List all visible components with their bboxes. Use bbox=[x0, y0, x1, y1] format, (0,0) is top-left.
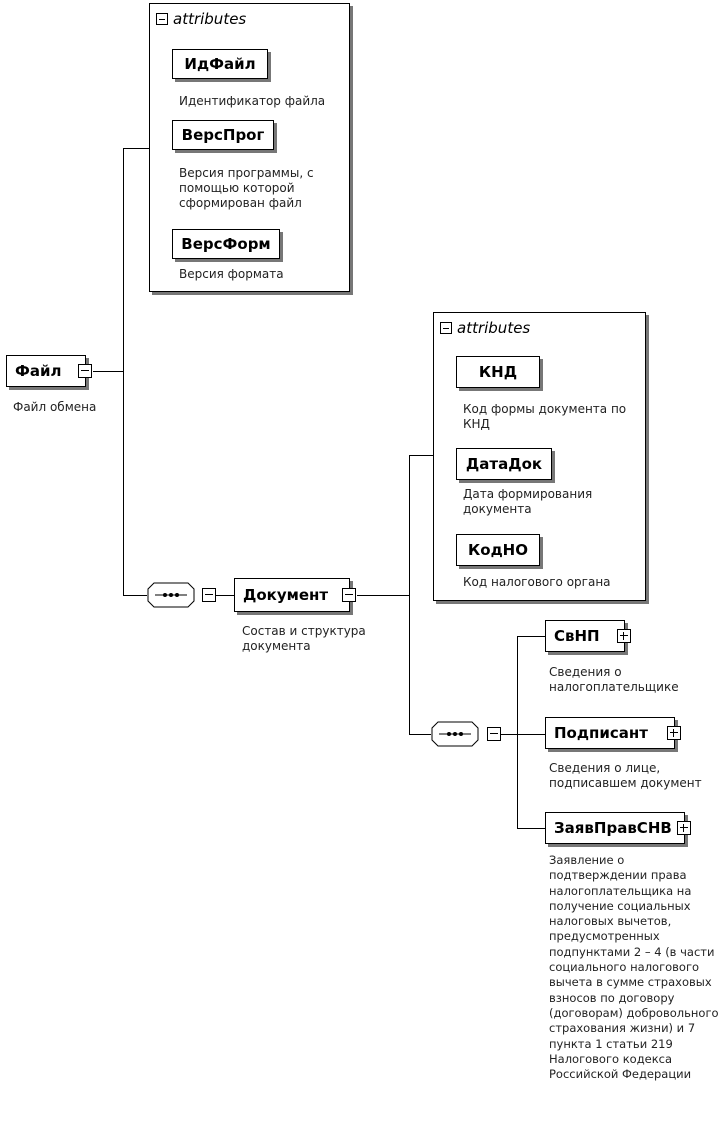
connector bbox=[409, 455, 433, 456]
collapse-icon[interactable] bbox=[342, 588, 356, 602]
element-svnp[interactable]: СвНП bbox=[545, 620, 631, 652]
collapse-icon[interactable] bbox=[487, 727, 501, 741]
connector bbox=[517, 636, 545, 637]
collapse-icon[interactable] bbox=[440, 322, 452, 334]
element-root-file[interactable]: Файл bbox=[6, 355, 92, 387]
document-attributes-group: attributes КНД Код формы документа по КН… bbox=[433, 312, 646, 601]
attribute-description: Дата формирования документа bbox=[463, 487, 593, 516]
element-label: Подписант bbox=[554, 724, 648, 742]
sequence-icon bbox=[147, 582, 195, 608]
element-label: ЗаявПравСНВ bbox=[554, 819, 672, 837]
attribute-idfile[interactable]: ИдФайл bbox=[172, 49, 268, 79]
element-document[interactable]: Документ bbox=[234, 578, 356, 612]
element-description: Заявление о подтверждении права налогопл… bbox=[549, 853, 719, 1082]
connector bbox=[123, 148, 124, 596]
element-description: Файл обмена bbox=[13, 400, 97, 414]
connector bbox=[517, 828, 545, 829]
expand-icon[interactable] bbox=[617, 629, 631, 643]
attribute-versform[interactable]: ВерсФорм bbox=[172, 229, 280, 259]
attribute-datadok[interactable]: ДатаДок bbox=[456, 448, 552, 480]
element-description: Сведения о налогоплательщике bbox=[549, 665, 679, 694]
attributes-label: attributes bbox=[173, 10, 247, 28]
document-attributes-header[interactable]: attributes bbox=[440, 319, 530, 337]
connector bbox=[501, 734, 517, 735]
attribute-description: Версия программы, с помощью которой сфор… bbox=[179, 166, 314, 210]
root-attributes-header[interactable]: attributes bbox=[156, 10, 246, 28]
attribute-description: Код формы документа по КНД bbox=[463, 402, 627, 431]
attribute-description: Идентификатор файла bbox=[179, 94, 326, 108]
attribute-knd[interactable]: КНД bbox=[456, 356, 540, 388]
element-description: Сведения о лице, подписавшем документ bbox=[549, 761, 702, 790]
element-label: Файл bbox=[15, 362, 62, 380]
connector bbox=[93, 371, 123, 372]
connector bbox=[517, 636, 518, 829]
attribute-description: Код налогового органа bbox=[463, 575, 611, 589]
element-podpisant[interactable]: Подписант bbox=[545, 717, 681, 749]
connector bbox=[123, 595, 147, 596]
collapse-icon[interactable] bbox=[202, 588, 216, 602]
element-label: СвНП bbox=[554, 627, 600, 645]
connector bbox=[409, 734, 431, 735]
attribute-description: Версия формата bbox=[179, 267, 284, 281]
element-zayavpravsnv[interactable]: ЗаявПравСНВ bbox=[545, 812, 691, 844]
collapse-icon[interactable] bbox=[78, 364, 92, 378]
attribute-versprog[interactable]: ВерсПрог bbox=[172, 120, 274, 150]
attribute-kodno[interactable]: КодНО bbox=[456, 534, 540, 566]
attributes-label: attributes bbox=[457, 319, 531, 337]
root-attributes-group: attributes ИдФайл Идентификатор файла Ве… bbox=[149, 3, 350, 292]
connector bbox=[357, 595, 409, 596]
sequence-icon bbox=[431, 721, 479, 747]
element-label: Документ bbox=[243, 586, 329, 604]
connector bbox=[517, 734, 545, 735]
connector bbox=[216, 595, 234, 596]
expand-icon[interactable] bbox=[667, 726, 681, 740]
element-description: Состав и структура документа bbox=[242, 624, 366, 653]
connector bbox=[123, 148, 149, 149]
connector bbox=[409, 455, 410, 735]
expand-icon[interactable] bbox=[677, 821, 691, 835]
collapse-icon[interactable] bbox=[156, 13, 168, 25]
